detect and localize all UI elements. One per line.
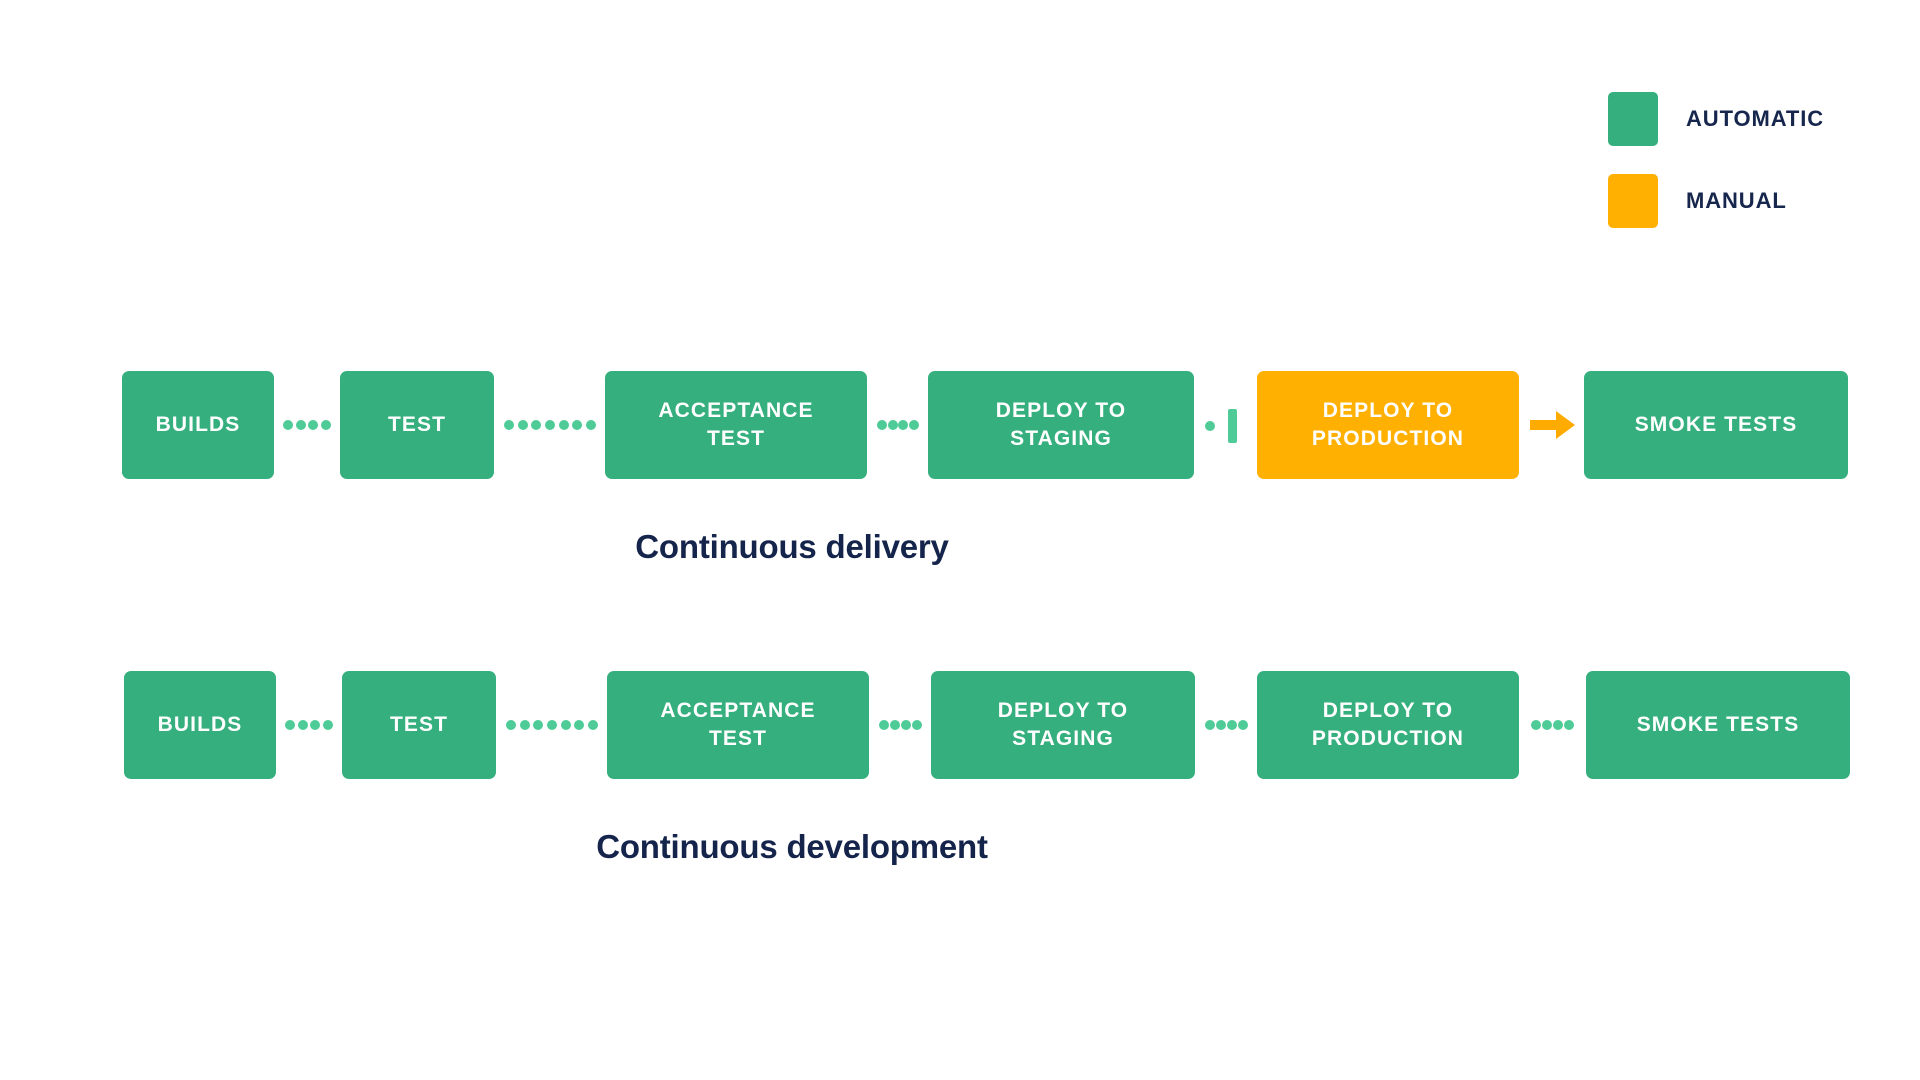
- connector-dotted-deploy-to-staging-to-deploy-to-production: [1205, 720, 1248, 730]
- pipeline-node-builds[interactable]: BUILDS: [124, 671, 276, 779]
- legend-label-automatic: AUTOMATIC: [1686, 106, 1825, 131]
- pipeline-continuous-development: BUILDS TEST ACCEPTANCE TEST DEPLOY TO STAGI…: [0, 671, 1920, 791]
- pipeline-node-smoke-tests[interactable]: SMOKE TESTS: [1586, 671, 1850, 779]
- pipeline-node-acceptance-test[interactable]: ACCEPTANCE TEST: [605, 371, 867, 479]
- pipeline-node-label: BUILDS: [157, 713, 243, 737]
- pipeline-node-label: ACCEPTANCE TEST: [658, 399, 814, 450]
- pipeline-node-deploy-to-production[interactable]: DEPLOY TO PRODUCTION: [1257, 371, 1519, 479]
- pipeline-node-deploy-to-production[interactable]: DEPLOY TO PRODUCTION: [1257, 671, 1519, 779]
- caption-continuous-development-text: Continuous development: [596, 828, 988, 865]
- green-square-icon: [1608, 92, 1658, 146]
- connector-dotted-test-to-acceptance-test: [506, 720, 598, 730]
- pipeline-continuous-delivery: BUILDS TEST ACCEPTANCE TEST DEPLOY TO STAGI…: [0, 371, 1920, 491]
- pipeline-node-label: ACCEPTANCE TEST: [660, 699, 816, 750]
- legend-label-manual: MANUAL: [1686, 188, 1787, 213]
- pipeline-node-deploy-to-staging[interactable]: DEPLOY TO STAGING: [931, 671, 1195, 779]
- pipeline-node-label: SMOKE TESTS: [1634, 413, 1798, 437]
- connector-dotted-test-to-acceptance-test: [504, 420, 596, 430]
- connector-arrow-deploy-to-production-to-smoke-tests: [1530, 408, 1576, 442]
- pipeline-node-label: TEST: [389, 713, 449, 737]
- arrow-right-icon: [1530, 411, 1575, 439]
- pipeline-node-deploy-to-staging[interactable]: DEPLOY TO STAGING: [928, 371, 1194, 479]
- connector-dotted-deploy-to-production-to-smoke-tests: [1531, 720, 1574, 730]
- caption-continuous-delivery-text: Continuous delivery: [635, 528, 949, 565]
- manual-gate-icon: [1228, 409, 1237, 443]
- connector-dotted-acceptance-test-to-deploy-to-staging: [877, 420, 919, 430]
- orange-square-icon: [1608, 174, 1658, 228]
- connector-gate-deploy-to-staging-to-deploy-to-production: [1205, 408, 1249, 444]
- pipeline-node-label: SMOKE TESTS: [1636, 713, 1800, 737]
- pipeline-node-label: DEPLOY TO STAGING: [995, 399, 1127, 450]
- pipeline-node-test[interactable]: TEST: [340, 371, 494, 479]
- pipeline-node-test[interactable]: TEST: [342, 671, 496, 779]
- caption-continuous-delivery: Continuous delivery: [0, 528, 1920, 566]
- pipeline-node-smoke-tests[interactable]: SMOKE TESTS: [1584, 371, 1848, 479]
- connector-dotted-builds-to-test: [285, 720, 333, 730]
- legend: AUTOMATIC MANUAL: [1608, 92, 1824, 228]
- pipeline-node-builds[interactable]: BUILDS: [122, 371, 274, 479]
- connector-dot-icon: [1205, 421, 1215, 431]
- pipeline-node-label: BUILDS: [155, 413, 241, 437]
- connector-dotted-acceptance-test-to-deploy-to-staging: [879, 720, 922, 730]
- caption-continuous-development: Continuous development: [0, 828, 1920, 866]
- pipeline-node-label: DEPLOY TO PRODUCTION: [1311, 399, 1465, 450]
- legend-item-automatic: AUTOMATIC: [1608, 92, 1824, 146]
- pipeline-node-label: TEST: [387, 413, 447, 437]
- pipeline-node-label: DEPLOY TO STAGING: [997, 699, 1129, 750]
- connector-dotted-builds-to-test: [283, 420, 331, 430]
- legend-item-manual: MANUAL: [1608, 174, 1824, 228]
- pipeline-node-acceptance-test[interactable]: ACCEPTANCE TEST: [607, 671, 869, 779]
- pipeline-node-label: DEPLOY TO PRODUCTION: [1311, 699, 1465, 750]
